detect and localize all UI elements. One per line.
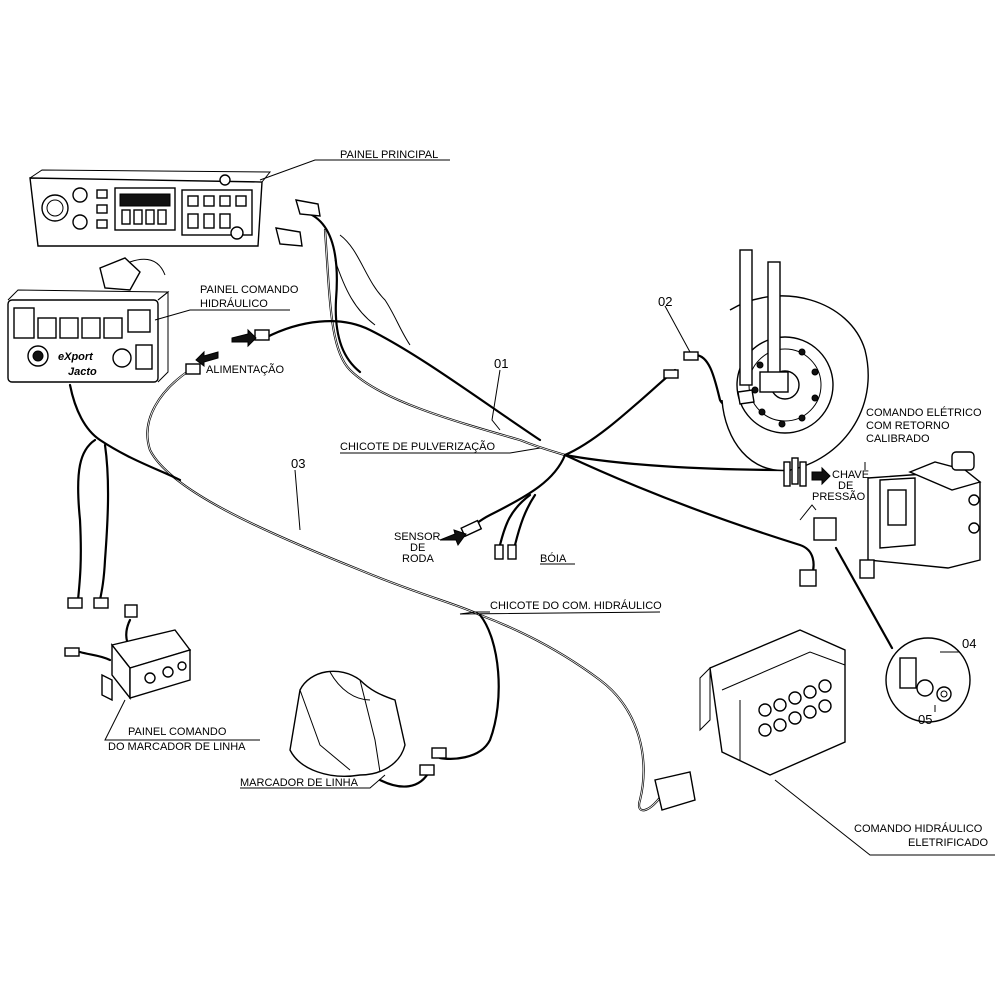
chave-de-pressao bbox=[783, 457, 837, 587]
callout-04: 04 bbox=[962, 636, 976, 651]
label-marcador-painel-2: DO MARCADOR DE LINHA bbox=[108, 741, 246, 753]
label-chave-3: PRESSÃO bbox=[812, 490, 866, 503]
label-sensor-3: RODA bbox=[402, 553, 434, 565]
label-comando-hidraulico-1: COMANDO HIDRÁULICO bbox=[854, 822, 983, 835]
painel-principal-connector bbox=[99, 257, 166, 291]
panel-brand-text: eXport bbox=[58, 351, 94, 363]
callout-05: 05 bbox=[918, 712, 932, 727]
marcador-de-linha bbox=[289, 670, 447, 777]
painel-principal bbox=[29, 169, 272, 247]
wheel-sensor-connectors bbox=[663, 351, 699, 379]
label-sensor-1: SENSOR bbox=[394, 531, 441, 543]
label-marcador-painel-1: PAINEL COMANDO bbox=[128, 726, 227, 738]
comando-eletrico bbox=[859, 451, 982, 579]
label-painel-comando-hidraulico-1: PAINEL COMANDO bbox=[200, 284, 299, 296]
label-chave-1: CHAVE bbox=[832, 469, 869, 481]
detail-circle bbox=[834, 546, 971, 723]
label-painel-comando-hidraulico-2: HIDRÁULICO bbox=[200, 297, 268, 310]
label-sensor-2: DE bbox=[410, 542, 425, 554]
sensor-roda-parts bbox=[439, 519, 517, 560]
label-comando-eletrico-2: COM RETORNO bbox=[866, 420, 950, 432]
label-chicote-pulverizacao: CHICOTE DE PULVERIZAÇÃO bbox=[340, 440, 495, 453]
label-comando-eletrico-3: CALIBRADO bbox=[866, 433, 930, 445]
panel-logo-text: Jacto bbox=[68, 366, 97, 378]
label-chave-2: DE bbox=[838, 480, 853, 492]
label-comando-eletrico-1: COMANDO ELÉTRICO bbox=[866, 406, 982, 419]
label-painel-principal: PAINEL PRINCIPAL bbox=[340, 149, 438, 161]
callout-03: 03 bbox=[291, 456, 305, 471]
harness-wires bbox=[68, 210, 815, 812]
label-marcador-linha: MARCADOR DE LINHA bbox=[240, 777, 359, 789]
label-alimentacao: ALIMENTAÇÃO bbox=[206, 363, 284, 376]
callout-01: 01 bbox=[494, 356, 508, 371]
label-comando-hidraulico-2: ELETRIFICADO bbox=[908, 837, 989, 849]
painel-marcador bbox=[64, 597, 192, 702]
alimentacao-connectors bbox=[185, 328, 270, 375]
label-chicote-hidraulico: CHICOTE DO COM. HIDRÁULICO bbox=[490, 599, 662, 612]
painel-comando-hidraulico: eXport Jacto bbox=[7, 289, 170, 383]
comando-hidraulico-eletrificado bbox=[654, 629, 846, 811]
leader-lines bbox=[104, 159, 995, 856]
label-boia: BÓIA bbox=[540, 552, 567, 565]
wheel-assembly bbox=[721, 249, 869, 472]
callout-02: 02 bbox=[658, 294, 672, 309]
top-connectors bbox=[275, 199, 321, 247]
